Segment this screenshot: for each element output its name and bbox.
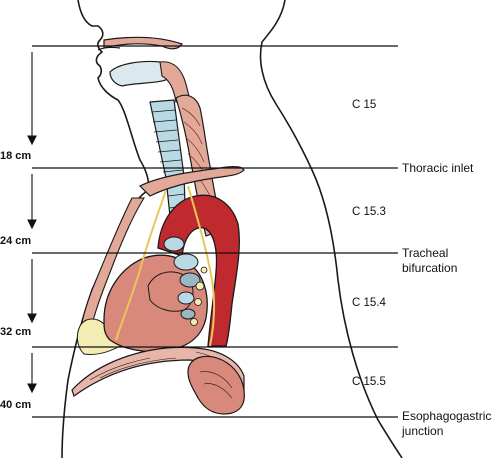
reference-lines: [32, 45, 398, 418]
segment-code-c15-3: C 15.3: [352, 206, 386, 218]
distance-label-32cm: 32 cm: [0, 326, 32, 338]
segment-code-c15: C 15: [352, 99, 377, 111]
back-outline: [259, 0, 403, 458]
landmark-esophagogastric-junction: Esophagogastric junction: [402, 409, 491, 439]
clavicle: [138, 166, 245, 197]
segment-code-c15-4: C 15.4: [352, 297, 386, 309]
landmark-tracheal-bifurcation: Tracheal bifurcation: [402, 246, 457, 276]
distance-label-18cm: 18 cm: [0, 150, 32, 162]
landmark-line: Esophagogastric: [402, 409, 492, 423]
bronchi: [163, 236, 201, 320]
landmark-line: Thoracic inlet: [402, 161, 474, 175]
landmark-line: junction: [402, 424, 444, 438]
segment-code-c15-5: C 15.5: [352, 376, 386, 388]
lip-outline: [97, 46, 121, 51]
landmark-thoracic-inlet: Thoracic inlet: [402, 161, 473, 176]
distance-arrows: [27, 52, 37, 394]
distance-label-40cm: 40 cm: [0, 399, 32, 411]
distance-label-24cm: 24 cm: [0, 235, 32, 247]
stomach-folds: [199, 371, 233, 399]
aorta: [157, 194, 240, 347]
landmark-line: Tracheal: [402, 246, 449, 260]
landmark-line: bifurcation: [402, 261, 458, 275]
vagus-nerves: [115, 185, 216, 347]
lymph-nodes: [190, 266, 208, 326]
